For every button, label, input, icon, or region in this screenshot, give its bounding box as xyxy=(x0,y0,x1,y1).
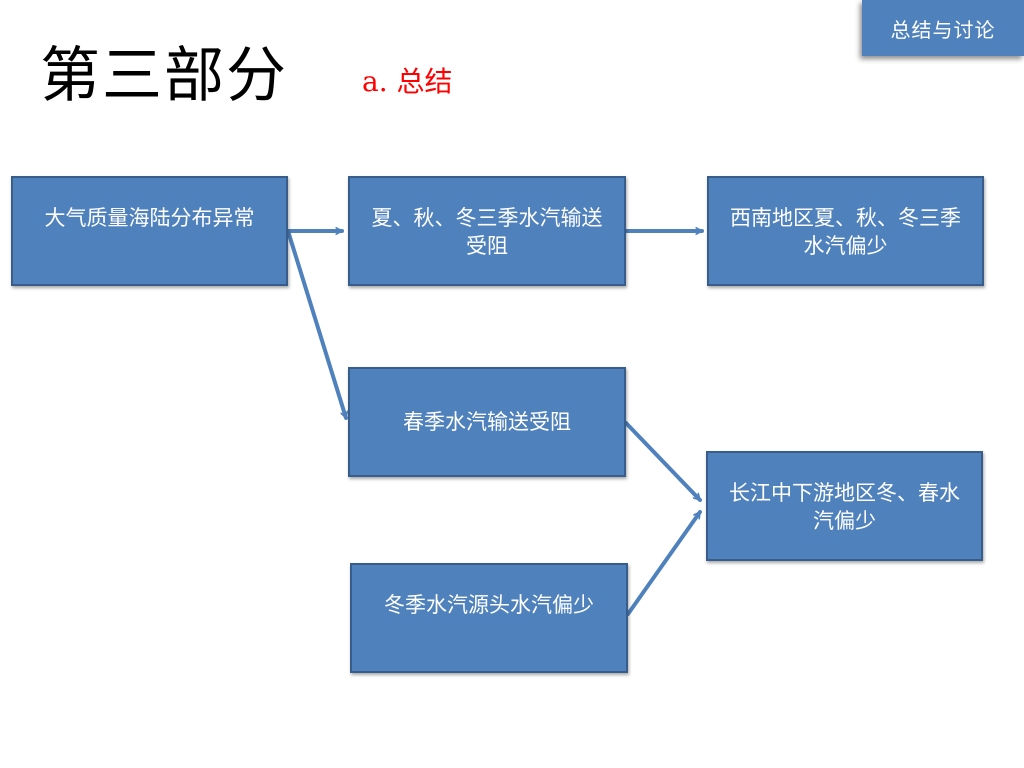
node-anomaly: 大气质量海陆分布异常 xyxy=(11,176,288,286)
arrow-spring-to-yangtze xyxy=(624,421,702,502)
section-tag: 总结与讨论 xyxy=(862,0,1024,56)
page-subtitle: a. 总结 xyxy=(362,65,453,98)
page-title: 第三部分 xyxy=(40,41,288,111)
arrow-winter-source-to-yangtze xyxy=(626,510,702,616)
node-winter-source-less: 冬季水汽源头水汽偏少 xyxy=(350,563,628,673)
node-spring-blocked: 春季水汽输送受阻 xyxy=(348,367,626,477)
node-southwest-less: 西南地区夏、秋、冬三季水汽偏少 xyxy=(707,176,984,286)
arrow-anomaly-to-spring xyxy=(286,229,346,420)
node-transport-blocked: 夏、秋、冬三季水汽输送受阻 xyxy=(348,176,626,286)
node-yangtze-less: 长江中下游地区冬、春水汽偏少 xyxy=(706,451,983,561)
